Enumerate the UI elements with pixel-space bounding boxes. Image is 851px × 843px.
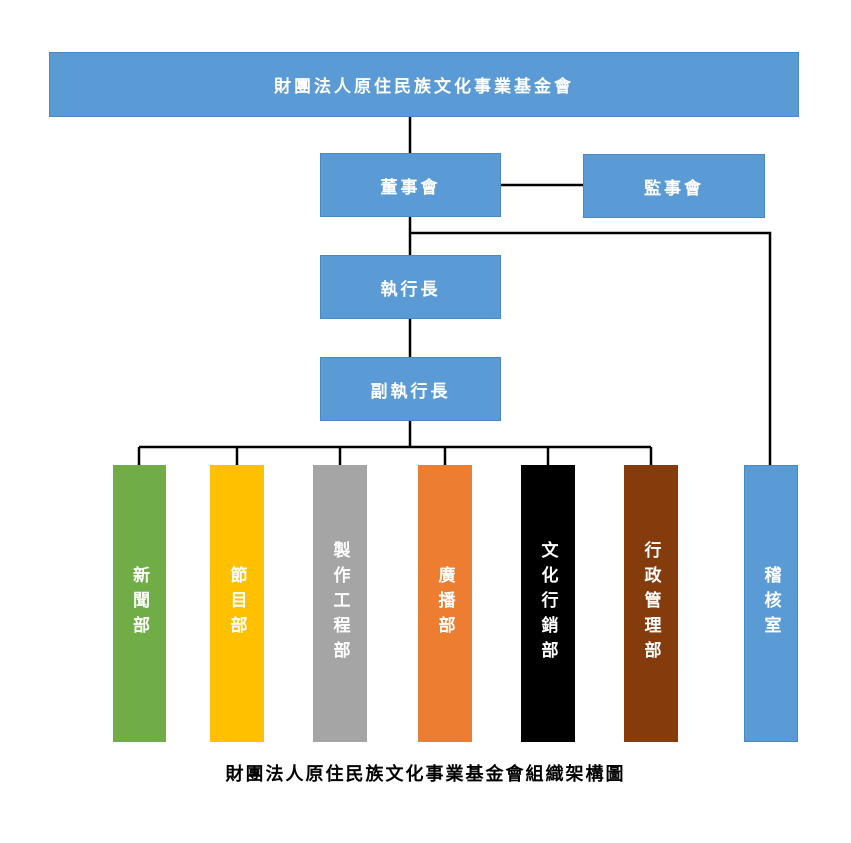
foundation-label: 財團法人原住民族文化事業基金會 [274,77,574,97]
foundation-box: 財團法人原住民族文化事業基金會 [49,52,799,117]
board-of-directors-label: 董事會 [380,177,441,198]
board-of-directors-box: 董事會 [320,153,501,217]
ceo-box: 執行長 [320,255,501,319]
department-box: 行政管理部 [624,465,678,742]
department-label: 節目部 [226,566,247,641]
department-label: 製作工程部 [329,541,350,666]
chart-caption: 財團法人原住民族文化事業基金會組織架構圖 [225,764,626,785]
department-label: 廣播部 [434,566,455,641]
ceo-label: 執行長 [380,279,441,300]
department-label: 新聞部 [129,566,149,641]
audit-office-box: 稽核室 [744,465,798,742]
deputy-ceo-box: 副執行長 [320,357,501,421]
department-box: 文化行銷部 [521,465,575,742]
audit-office-label: 稽核室 [760,566,781,641]
department-box: 節目部 [210,465,264,742]
board-of-supervisors-label: 監事會 [644,178,704,199]
department-box: 製作工程部 [313,465,367,742]
department-label: 行政管理部 [640,541,661,666]
department-box: 新聞部 [113,465,166,742]
department-box: 廣播部 [418,465,472,742]
department-label: 文化行銷部 [537,541,558,666]
board-of-supervisors-box: 監事會 [583,154,765,218]
connector-audit [410,231,772,465]
deputy-ceo-label: 副執行長 [370,381,451,402]
